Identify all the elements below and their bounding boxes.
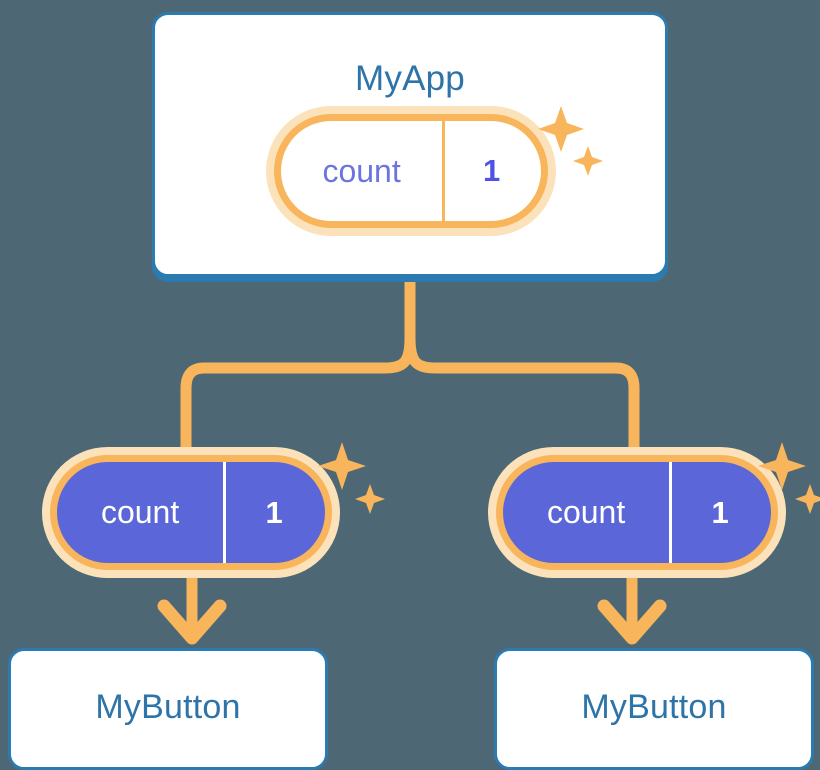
branch-line-right [404,337,640,470]
pill-body: count 1 [503,462,771,563]
state-value: 1 [482,153,501,188]
arrow-down-icon-right [597,599,667,645]
state-value: 1 [265,494,283,530]
state-pill-right[interactable]: count 1 [488,447,786,578]
state-key: count [322,152,401,189]
pill-divider [223,462,227,563]
page-title: MyApp [355,59,465,98]
leaf-title: MyButton [95,688,241,726]
state-pill-root[interactable]: count 1 [266,106,556,236]
pill-divider [669,462,673,563]
state-pill-left[interactable]: count 1 [42,447,340,578]
pill-divider [442,121,446,221]
pill-body: count 1 [281,121,541,221]
component-card-mybutton-right[interactable]: MyButton [494,648,814,770]
state-key: count [100,494,180,530]
leaf-title: MyButton [581,688,727,726]
arrow-down-icon-left [157,599,227,645]
pill-body: count 1 [57,462,325,563]
component-card-mybutton-left[interactable]: MyButton [8,648,328,770]
state-value: 1 [711,494,729,530]
state-key: count [546,494,626,530]
